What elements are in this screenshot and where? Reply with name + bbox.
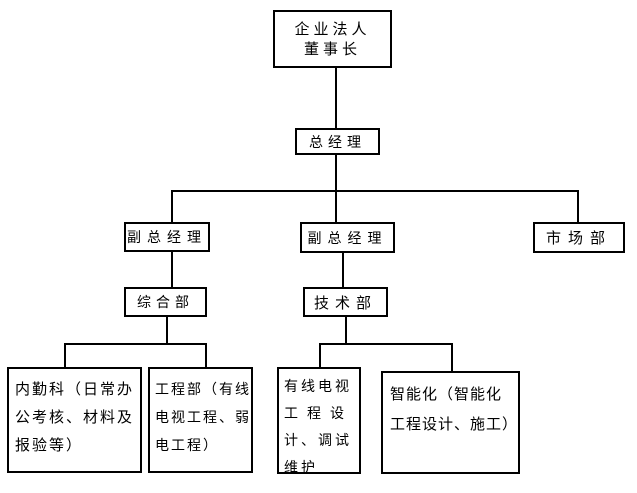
node-chairman-line2: 董事长 [303, 40, 361, 58]
connector-drop-engineering [205, 343, 207, 367]
node-intelligent-systems: 智能化（智能化 工程设计、施工） [381, 371, 520, 474]
connector-drop-deputy-gm-mid [335, 190, 337, 222]
node-general-affairs-dept: 综合部 [124, 287, 207, 317]
node-deputy-general-manager-mid: 副总经理 [300, 222, 395, 253]
node-chairman-line1: 企业法人 [294, 20, 371, 38]
node-deputy-general-manager-left: 副总经理 [124, 222, 210, 252]
node-general-affairs-dept-label: 综合部 [137, 295, 194, 311]
connector-drop-intelligent [451, 343, 453, 371]
node-general-manager-label: 总经理 [309, 134, 366, 151]
connector-general-affairs-junction [166, 317, 168, 345]
connector-chairman-gm [335, 68, 337, 128]
node-deputy-gm-mid-label: 副总经理 [307, 230, 388, 247]
connector-deputy-left-general-affairs [171, 252, 173, 287]
node-engineering-dept-line1: 工程部（有线 [155, 382, 251, 398]
node-engineering-dept-line3: 电工程） [155, 438, 219, 454]
connector-gm-junction [335, 155, 337, 192]
connector-drop-internal-service [64, 343, 66, 367]
node-engineering-dept: 工程部（有线 电视工程、弱 电工程） [148, 367, 253, 473]
node-catv-design-line1: 有线电视 [284, 379, 352, 395]
node-general-manager: 总经理 [295, 128, 380, 155]
connector-drop-market-dept [577, 190, 579, 222]
node-chairman: 企业法人 董事长 [273, 10, 392, 68]
node-deputy-gm-left-label: 副总经理 [127, 230, 207, 246]
node-catv-design-line3: 计、调试 [284, 433, 352, 449]
node-internal-service-line2: 公考核、材料及 [15, 408, 135, 426]
node-engineering-dept-line2: 电视工程、弱 [155, 410, 251, 426]
node-intelligent-systems-line2: 工程设计、施工） [390, 415, 519, 433]
node-market-dept: 市场部 [533, 222, 625, 253]
connector-technical-junction [345, 317, 347, 345]
node-technical-dept-label: 技术部 [313, 293, 377, 312]
node-technical-dept: 技术部 [303, 287, 388, 317]
node-internal-service-line1: 内勤科（日常办 [15, 380, 135, 398]
connector-deputy-mid-technical [342, 253, 344, 287]
node-market-dept-label: 市场部 [545, 229, 612, 247]
node-catv-engineering-design: 有线电视 工程设 计、调试 维护 [277, 367, 361, 476]
connector-level2-hline [171, 190, 579, 192]
node-internal-service-line3: 报验等） [15, 436, 84, 454]
node-internal-service-section: 内勤科（日常办 公考核、材料及 报验等） [7, 367, 142, 473]
connector-technical-hline [319, 343, 453, 345]
connector-drop-deputy-gm-left [171, 190, 173, 222]
node-catv-design-line2: 工程设 [284, 406, 353, 422]
connector-general-affairs-hline [64, 343, 207, 345]
connector-drop-catv-design [319, 343, 321, 367]
node-intelligent-systems-line1: 智能化（智能化 [390, 385, 503, 403]
node-catv-design-line4: 维护 [284, 460, 318, 476]
